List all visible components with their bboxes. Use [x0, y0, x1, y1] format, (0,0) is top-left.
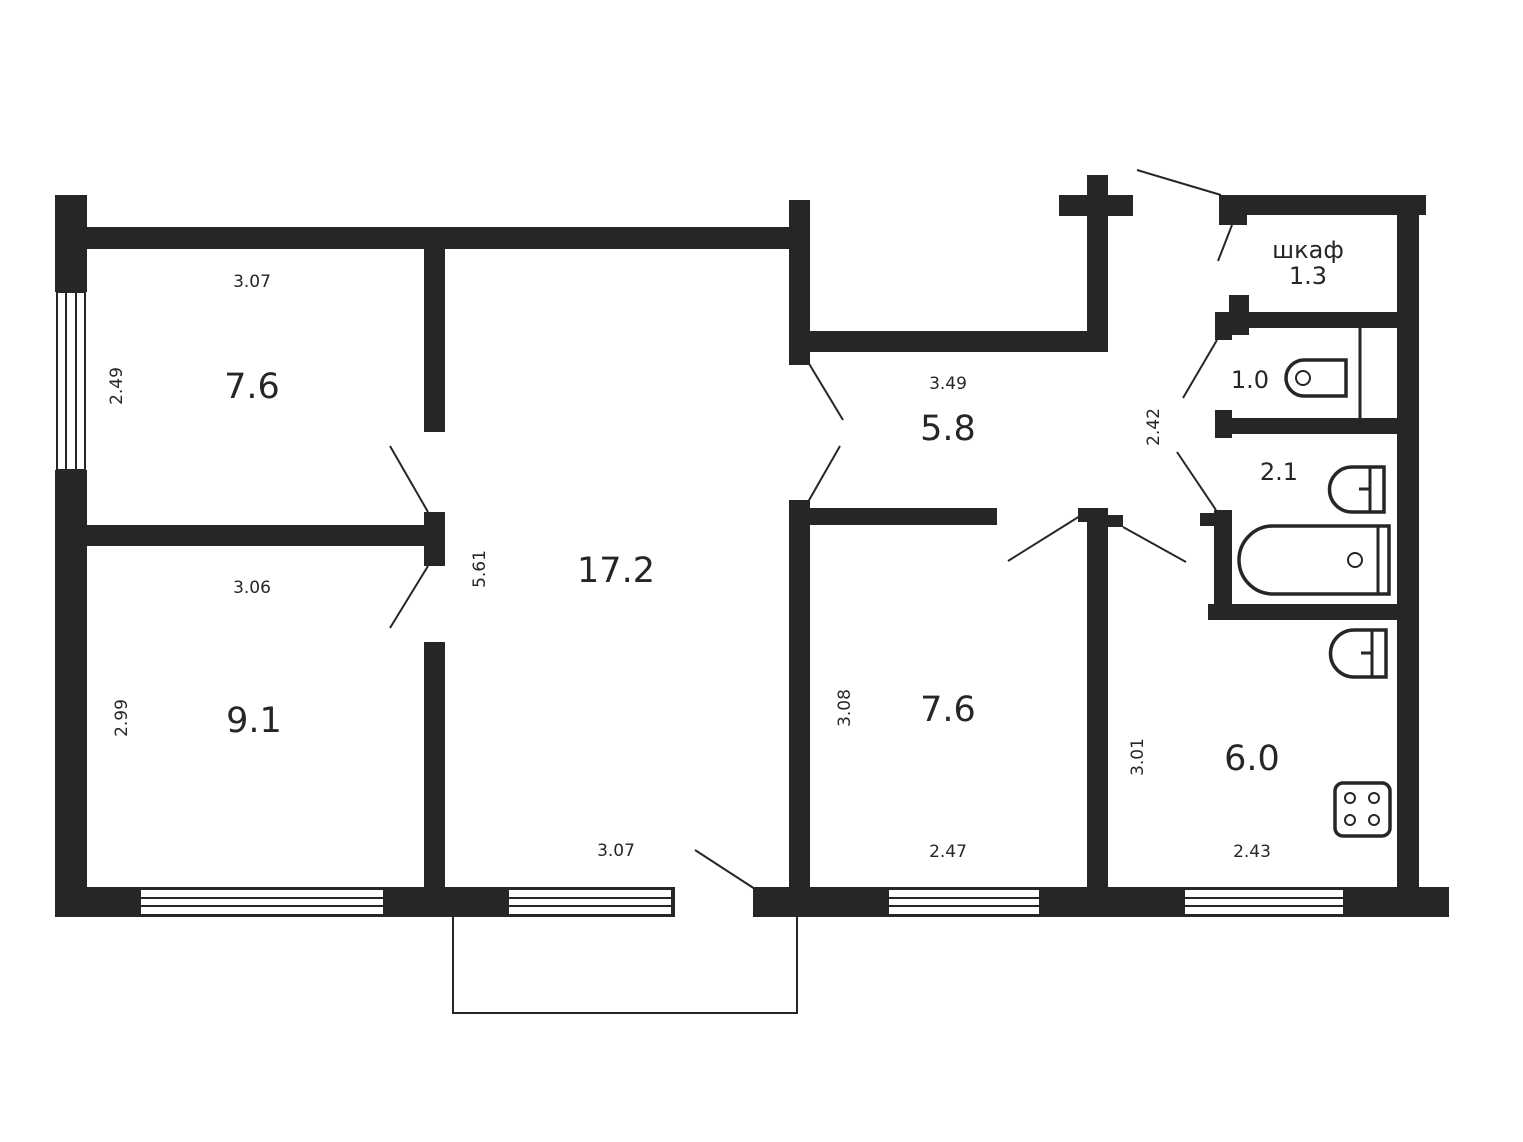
window-bottom-4: [1183, 888, 1345, 916]
dim-depth-room-bottom-left: 2.99: [112, 699, 132, 737]
area-living-room: 17.2: [577, 551, 655, 591]
window-bottom-3: [887, 888, 1041, 916]
area-bathroom: 2.1: [1260, 458, 1298, 486]
kitchen-sink-icon: [1328, 628, 1388, 679]
area-room-top-left: 7.6: [224, 367, 280, 407]
windows: [56, 291, 1345, 916]
dim-width-kitchen: 2.43: [1233, 842, 1271, 862]
dim-depth-kitchen: 3.01: [1128, 738, 1148, 776]
area-hallway: 5.8: [920, 409, 976, 449]
area-toilet: 1.0: [1231, 366, 1269, 394]
balcony-outline: [452, 912, 798, 1014]
dim-depth-bedroom-mid: 3.08: [835, 689, 855, 727]
window-left: [56, 291, 86, 471]
window-bottom-2: [507, 888, 673, 916]
dim-width-living-room: 3.07: [597, 841, 635, 861]
dim-width-hallway: 3.49: [929, 374, 967, 394]
bathtub-icon: [1237, 524, 1391, 596]
door-swings: [389, 169, 1233, 890]
area-bedroom-mid: 7.6: [920, 690, 976, 730]
area-room-bottom-left: 9.1: [226, 701, 282, 741]
area-kitchen: 6.0: [1224, 739, 1280, 779]
area-closet: 1.3: [1289, 262, 1327, 290]
dim-width-bedroom-mid: 2.47: [929, 842, 967, 862]
sink-icon: [1327, 465, 1386, 514]
toilet-icon: [1284, 328, 1362, 418]
closet-label: шкаф: [1272, 236, 1344, 264]
stove-icon: [1333, 781, 1392, 838]
interior-walls: [87, 195, 1405, 892]
dim-depth-hallway: 2.42: [1144, 408, 1164, 446]
window-bottom-1: [139, 888, 385, 916]
dim-depth-room-top-left: 2.49: [107, 367, 127, 405]
dim-width-room-top-left: 3.07: [233, 272, 271, 292]
dim-width-room-bottom-left: 3.06: [233, 578, 271, 598]
dim-depth-living-room: 5.61: [470, 550, 490, 588]
